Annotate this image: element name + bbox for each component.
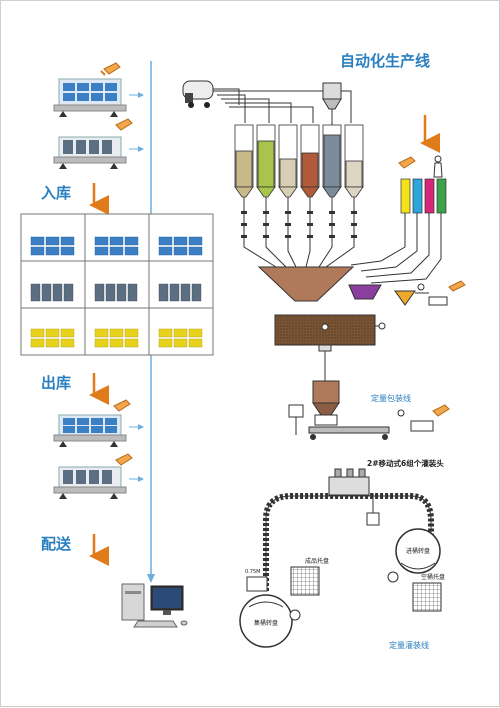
full-pallet-grid: [290, 566, 320, 596]
storage-tanks: [234, 124, 364, 198]
input-disk: [387, 528, 441, 583]
outbound-shelf-top: [53, 399, 144, 447]
inbound-shelf-top: [53, 78, 144, 117]
small-box-label: 0.75M: [245, 569, 260, 575]
input-disk-label: 进桶转盘: [406, 547, 430, 555]
valve-markers: [241, 211, 357, 238]
empty-pallet-label: 空桶托盘: [421, 573, 445, 581]
packing-worker-icon: [397, 404, 450, 432]
computer-icon: [121, 583, 188, 628]
small-box: [246, 576, 268, 592]
tanker-truck-icon: [182, 80, 240, 108]
dosing-pipes: [350, 213, 442, 284]
scanner-icon: [100, 62, 121, 76]
page-title: 自动化生产线: [340, 52, 430, 70]
forklift-worker-icon: [417, 280, 466, 306]
inbound-shelf-bottom: [53, 118, 144, 169]
mixing-funnel: [257, 266, 355, 302]
valve-lines: [243, 197, 355, 268]
filling-head: [328, 468, 380, 526]
delivery-label: 配送: [41, 535, 72, 553]
full-pallet-label: 成品托盘: [305, 557, 329, 565]
outbound-label: 出库: [41, 374, 71, 392]
scanner-icon-2: [398, 156, 416, 169]
feed-pipes: [213, 90, 352, 123]
purple-hopper: [348, 284, 382, 300]
finished-disk: [239, 594, 301, 648]
empty-pallet-grid: [412, 582, 442, 612]
mixer-tank: [274, 314, 386, 381]
dosing-tubes: [400, 178, 447, 214]
inbound-label: 入库: [41, 184, 71, 202]
outbound-shelf-bottom: [53, 453, 144, 499]
filling-conveyor: [263, 493, 434, 591]
worker-icon: [433, 155, 443, 178]
orange-funnel: [394, 290, 429, 306]
packing-machine: [288, 380, 390, 440]
top-hopper: [322, 82, 342, 125]
filling-line-label: 定量灌装线: [389, 640, 429, 650]
filling-head-label: 2#移动式6组个灌装头: [367, 458, 444, 468]
warehouse-shelves: [20, 213, 214, 356]
flow-line-arrow: [147, 574, 155, 583]
packing-line-label: 定量包装线: [371, 393, 411, 403]
finished-disk-label: 集桶转盘: [254, 619, 278, 627]
